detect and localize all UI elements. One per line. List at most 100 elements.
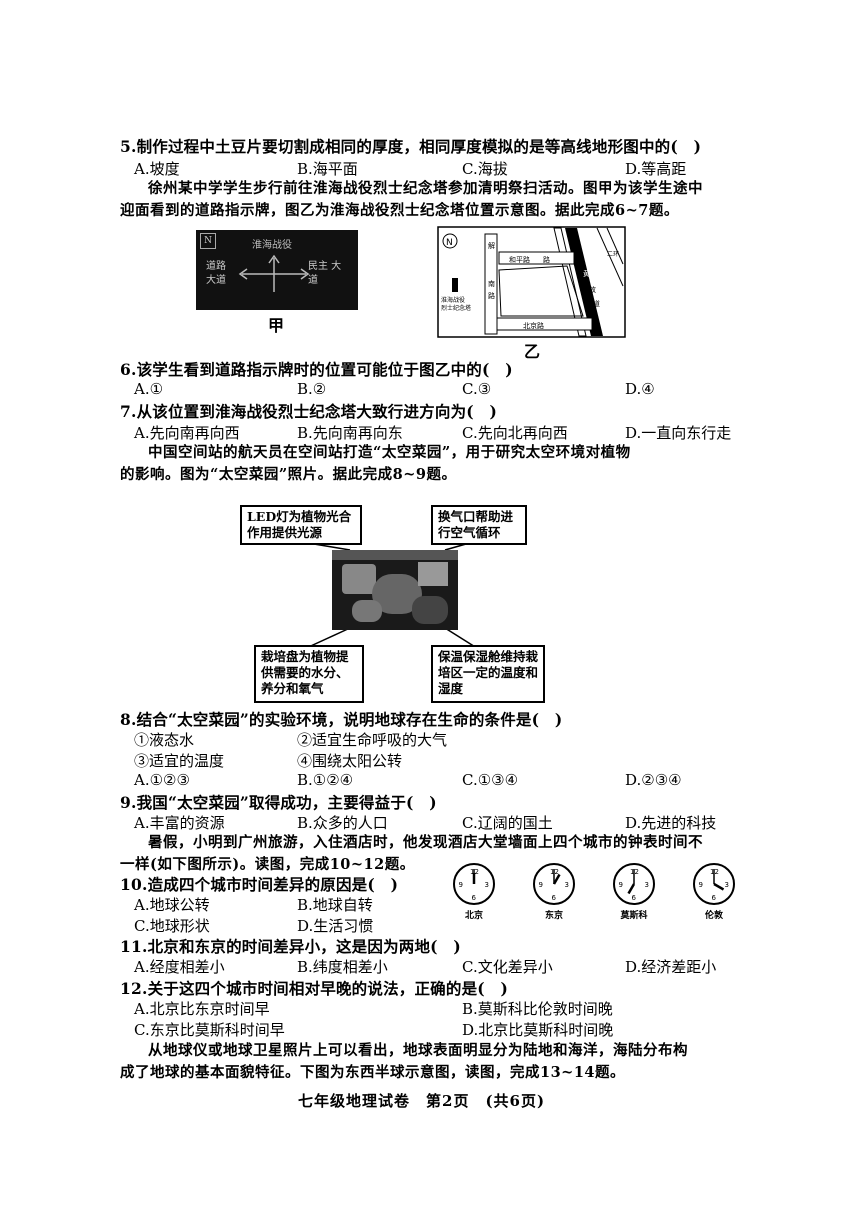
q9-option-a: A.丰富的资源 xyxy=(134,814,225,832)
q8-option-d: D.②③④ xyxy=(625,771,682,789)
clock-numeral: 3 xyxy=(645,881,649,889)
q12-option-c: C.东京比莫斯科时间早 xyxy=(134,1021,285,1039)
q8-option-c: C.①③④ xyxy=(462,771,519,789)
q8-option-b: B.①②④ xyxy=(297,771,354,789)
clock-city-label: 北京 xyxy=(465,909,483,921)
svg-text:路: 路 xyxy=(488,291,495,300)
clock-city-label: 东京 xyxy=(545,909,563,921)
sign-left-text: 道路 大道 xyxy=(206,261,226,286)
intro-6-7-line1: 徐州某中学学生步行前往淮海战役烈士纪念塔参加清明祭扫活动。图甲为该学生途中 xyxy=(148,180,703,197)
q8-item-3: ③适宜的温度 xyxy=(134,752,225,770)
q6-option-c: C.③ xyxy=(462,380,492,398)
svg-text:烈士纪念塔: 烈士纪念塔 xyxy=(441,304,471,312)
hour-hand xyxy=(627,883,636,895)
q11-option-d: D.经济差距小 xyxy=(625,958,717,976)
clock-numeral: 6 xyxy=(712,894,717,902)
svg-text:解: 解 xyxy=(488,241,495,250)
q10-option-c: C.地球形状 xyxy=(134,917,210,935)
hour-hand xyxy=(713,882,725,891)
intro-13-14-line2: 成了地球的基本面貌特征。下图为东西半球示意图，读图，完成13~14题。 xyxy=(120,1064,626,1081)
q11-option-c: C.文化差异小 xyxy=(462,958,553,976)
space-garden-photo xyxy=(332,550,458,630)
clock-numeral: 6 xyxy=(552,894,557,902)
intro-6-7-line2: 迎面看到的道路指示牌，图乙为淮海战役烈士纪念塔位置示意图。据此完成6~7题。 xyxy=(120,202,679,219)
hour-hand xyxy=(552,873,561,885)
q10-option-d: D.生活习惯 xyxy=(297,917,374,935)
clock-city-label: 伦敦 xyxy=(705,909,724,921)
q11-option-a: A.经度相差小 xyxy=(134,958,225,976)
clock-numeral: 9 xyxy=(539,881,543,889)
page-footer: 七年级地理试卷 第2页 (共6页) xyxy=(298,1092,546,1110)
sign-right-text: 民主 大道 xyxy=(308,261,342,286)
q6-stem: 6.该学生看到道路指示牌时的位置可能位于图乙中的( ) xyxy=(120,360,513,379)
q10-stem: 10.造成四个城市时间差异的原因是( ) xyxy=(120,875,399,894)
q8-option-a: A.①②③ xyxy=(134,771,190,789)
q6-option-b: B.② xyxy=(297,380,327,398)
clock-2: 12369东京 xyxy=(533,863,575,921)
svg-text:道: 道 xyxy=(593,299,600,308)
q9-stem: 9.我国“太空菜园”取得成功，主要得益于( ) xyxy=(120,793,437,812)
q7-option-d: D.一直向东行走 xyxy=(625,424,732,442)
q8-item-1: ①液态水 xyxy=(134,731,195,749)
clock-numeral: 3 xyxy=(725,881,729,889)
intro-10-12-line1: 暑假，小明到广州旅游，入住酒店时，他发现酒店大堂墙面上四个城市的钟表时间不 xyxy=(148,834,703,851)
clock-1: 12369北京 xyxy=(453,863,495,921)
svg-text:黄: 黄 xyxy=(583,269,590,278)
svg-text:故: 故 xyxy=(589,285,596,294)
svg-text:北京路: 北京路 xyxy=(523,321,544,330)
svg-text:N: N xyxy=(446,238,453,248)
clock-3: 12369莫斯科 xyxy=(613,863,655,921)
intro-8-9-line2: 的影响。图为“太空菜园”照片。据此完成8~9题。 xyxy=(120,466,457,483)
clock-numeral: 6 xyxy=(472,894,477,902)
clock-numeral: 9 xyxy=(459,881,463,889)
road-sign-figure: N 淮海战役 道路 大道 民主 大道 xyxy=(196,230,358,310)
svg-text:南: 南 xyxy=(488,279,495,288)
q12-option-a: A.北京比东京时间早 xyxy=(134,1000,270,1018)
clock-numeral: 3 xyxy=(565,881,569,889)
clock-numeral: 6 xyxy=(632,894,637,902)
svg-text:淮海战役: 淮海战役 xyxy=(441,296,465,304)
clock-numeral: 3 xyxy=(485,881,489,889)
q11-option-b: B.纬度相差小 xyxy=(297,958,388,976)
q6-option-d: D.④ xyxy=(625,380,655,398)
svg-text:二环: 二环 xyxy=(607,251,619,258)
q9-option-b: B.众多的人口 xyxy=(297,814,388,832)
clock-city-label: 莫斯科 xyxy=(619,909,647,921)
sign-arrows-icon xyxy=(238,254,310,292)
q11-stem: 11.北京和东京的时间差异小，这是因为两地( ) xyxy=(120,937,461,956)
clock-numeral: 9 xyxy=(699,881,703,889)
q12-stem: 12.关于这四个城市时间相对早晚的说法，正确的是( ) xyxy=(120,979,509,998)
q5-option-b: B.海平面 xyxy=(297,160,358,178)
intro-10-12-line2: 一样(如下图所示)。读图，完成10~12题。 xyxy=(120,856,415,873)
q10-option-a: A.地球公转 xyxy=(134,896,210,914)
svg-text:和平路: 和平路 xyxy=(509,255,530,264)
sign-top-text: 淮海战役 xyxy=(252,240,292,251)
q7-option-a: A.先向南再向西 xyxy=(134,424,240,442)
q10-option-b: B.地球自转 xyxy=(297,896,373,914)
q12-option-b: B.莫斯科比伦敦时间晚 xyxy=(462,1000,613,1018)
q5-option-d: D.等高距 xyxy=(625,160,687,178)
city-clocks: 12369北京12369东京12369莫斯科12369伦敦 xyxy=(453,863,735,921)
q8-item-2: ②适宜生命呼吸的大气 xyxy=(297,731,448,749)
garden-box-cabin: 保温保湿舱维持栽培区一定的温度和湿度 xyxy=(431,645,545,703)
clock-numeral: 9 xyxy=(619,881,623,889)
tower-location-map: N 淮海战役 烈士纪念塔 解 南 路 和平路 路 黄 故 道 北京路 二环 xyxy=(437,226,626,338)
figure-yi-caption: 乙 xyxy=(524,342,541,361)
svg-text:路: 路 xyxy=(543,255,550,264)
q6-option-a: A.① xyxy=(134,380,164,398)
garden-box-vent: 换气口帮助进行空气循环 xyxy=(431,505,527,545)
q9-option-d: D.先进的科技 xyxy=(625,814,717,832)
q7-stem: 7.从该位置到淮海战役烈士纪念塔大致行进方向为( ) xyxy=(120,402,498,421)
q8-item-4: ④围绕太阳公转 xyxy=(297,752,403,770)
q8-stem: 8.结合“太空菜园”的实验环境，说明地球存在生命的条件是( ) xyxy=(120,710,563,729)
q7-option-c: C.先向北再向西 xyxy=(462,424,568,442)
q12-option-d: D.北京比莫斯科时间晚 xyxy=(462,1021,614,1039)
intro-13-14-line1: 从地球仪或地球卫星照片上可以看出，地球表面明显分为陆地和海洋，海陆分布构 xyxy=(148,1042,688,1059)
q5-option-c: C.海拔 xyxy=(462,160,508,178)
q5-option-a: A.坡度 xyxy=(134,160,180,178)
garden-box-led: LED灯为植物光合作用提供光源 xyxy=(240,505,362,545)
garden-box-tray: 栽培盘为植物提供需要的水分、养分和氧气 xyxy=(254,645,364,703)
north-marker-icon: N xyxy=(200,233,216,249)
figure-jia-caption: 甲 xyxy=(268,316,285,335)
intro-8-9-line1: 中国空间站的航天员在空间站打造“太空菜园”，用于研究太空环境对植物 xyxy=(148,444,631,461)
